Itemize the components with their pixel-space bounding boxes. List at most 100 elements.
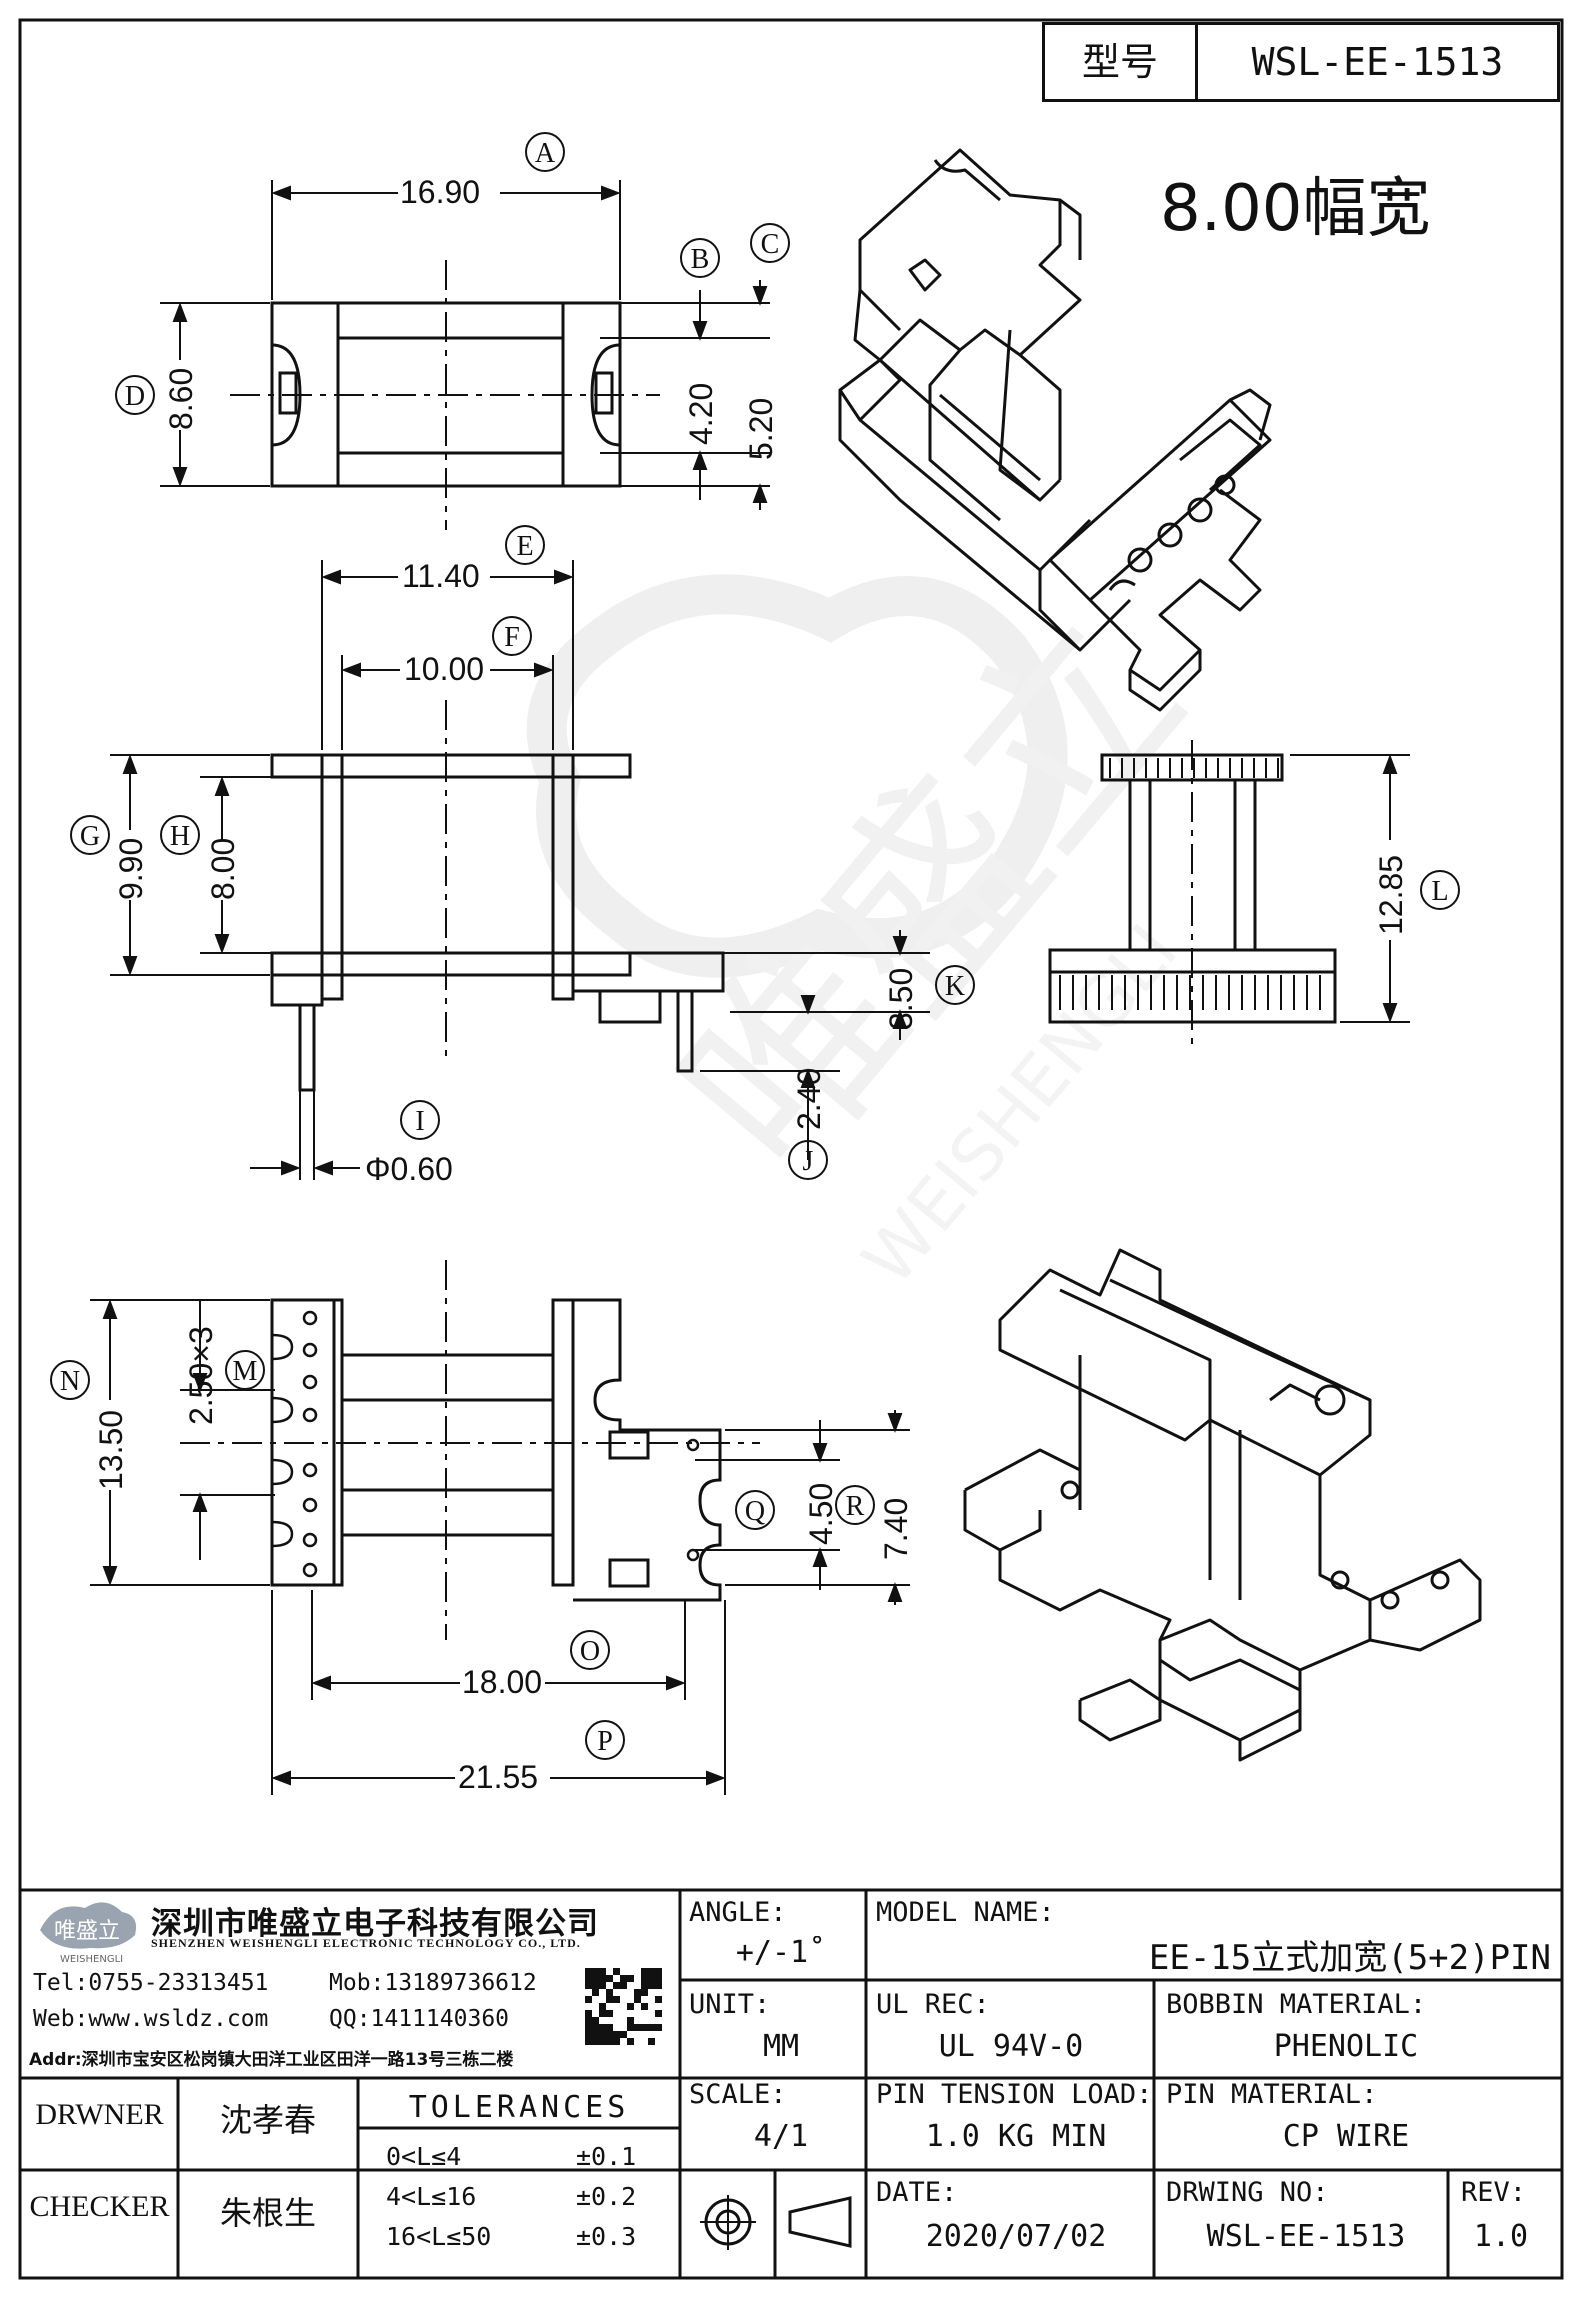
dim-r-value: 7.40 (878, 1498, 914, 1560)
unit-label: UNIT: (689, 1990, 771, 2020)
width-note: 8.00幅宽 (1160, 172, 1431, 246)
callout-letter: C (761, 229, 780, 260)
tolerances-title: TOLERANCES (408, 2090, 630, 2125)
tolerance-value-2: ±0.2 (576, 2182, 637, 2211)
pin-tension-label: PIN TENSION LOAD: (876, 2080, 1153, 2110)
side-view (1048, 740, 1337, 1050)
drawing-no-label: DRWING NO: (1166, 2178, 1329, 2208)
dim-b-c-d-lines (160, 280, 770, 510)
company-qq: QQ:1411140360 (329, 2006, 510, 2032)
model-name-label: MODEL NAME: (876, 1898, 1055, 1928)
company-mob: Mob:13189736612 (329, 1970, 537, 1996)
dim-a-lines (271, 180, 621, 300)
company-web: Web:www.wsldz.com (33, 2006, 269, 2032)
dim-c-value: 5.20 (743, 398, 779, 460)
title-block-grid (20, 1888, 1562, 2278)
dim-b-value: 4.20 (683, 383, 719, 445)
dim-k-value: 3.50 (883, 968, 919, 1030)
header-model-label: 型号 (1045, 25, 1198, 99)
watermark: 唯盛立 WEISHENGLI (526, 574, 1228, 1301)
date-label: DATE: (876, 2178, 958, 2208)
company-name-en: SHENZHEN WEISHENGLI ELECTRONIC TECHNOLOG… (151, 1936, 581, 1950)
callout-o: O (570, 1630, 610, 1670)
dim-o-p-lines (271, 1590, 726, 1795)
callout-a: A (525, 132, 565, 172)
callout-letter: G (80, 821, 100, 852)
dim-a-value: 16.90 (400, 174, 480, 210)
dim-n-value: 13.50 (93, 1410, 129, 1490)
dim-g-value: 9.90 (113, 838, 149, 900)
callout-j: J (788, 1140, 828, 1180)
pin-material-value: CP WIRE (1282, 2120, 1410, 2154)
pin-material-label: PIN MATERIAL: (1166, 2080, 1378, 2110)
date-value: 2020/07/02 (925, 2220, 1107, 2254)
tolerance-value-3: ±0.3 (576, 2222, 637, 2251)
qr-code (585, 1968, 662, 2045)
callout-l: L (1420, 870, 1460, 910)
callout-letter: B (691, 244, 710, 275)
dim-f-value: 10.00 (404, 651, 484, 687)
callout-letter: A (535, 138, 556, 169)
tolerance-range-1: 0<L≤4 (386, 2142, 462, 2171)
front-view (270, 700, 725, 1092)
angle-value: +/-1˚ (735, 1936, 827, 1970)
watermark-brand-cn: 唯盛立 (635, 574, 1228, 1214)
bottom-view-pins (271, 1310, 700, 1578)
callout-q: Q (735, 1490, 775, 1530)
dim-l-lines (1290, 754, 1410, 1023)
dim-q-r-lines (695, 1410, 910, 1605)
header-model-box: 型号 WSL-EE-1513 (1042, 22, 1560, 102)
company-tel: Tel:0755-23313451 (33, 1970, 269, 1996)
top-view (230, 260, 660, 530)
callout-letter: J (803, 1146, 814, 1177)
callout-b: B (680, 238, 720, 278)
dim-o-value: 18.00 (462, 1664, 542, 1700)
company-name-cn: 深圳市唯盛立电子科技有限公司 (151, 1906, 599, 1942)
model-name-value: EE-15立式加宽(5+2)PIN (1148, 1938, 1551, 1978)
bobbin-material-value: PHENOLIC (1273, 2030, 1419, 2064)
dim-i-j-k-lines (250, 930, 930, 1180)
callout-letter: N (60, 1366, 80, 1397)
callout-letter: F (504, 622, 520, 653)
dim-e-f-g-h-lines (110, 560, 574, 976)
dimension-callouts: A B C D E F G H I J K L M N O P Q R (50, 132, 1460, 1760)
callout-p: P (585, 1720, 625, 1760)
callout-letter: O (580, 1636, 600, 1667)
callout-letter: P (597, 1726, 613, 1757)
drawing-no-value: WSL-EE-1513 (1206, 2220, 1406, 2254)
dim-d-value: 8.60 (163, 368, 199, 430)
unit-value: MM (762, 2030, 800, 2064)
callout-n: N (50, 1360, 90, 1400)
isometric-view-bottom (963, 1248, 1482, 1762)
callout-letter: M (233, 1356, 258, 1387)
scale-label: SCALE: (689, 2080, 787, 2110)
title-block: 深圳市唯盛立电子科技有限公司 SHENZHEN WEISHENGLI ELECT… (21, 1890, 1561, 2278)
callout-h: H (160, 815, 200, 855)
callout-r: R (835, 1485, 875, 1525)
tolerance-range-3: 16<L≤50 (386, 2222, 492, 2251)
ul-rec-label: UL REC: (876, 1990, 990, 2020)
callout-m: M (225, 1350, 265, 1390)
company-address: Addr:深圳市宝安区松岗镇大田洋工业区田洋一路13号三栋二楼 (29, 2050, 514, 2070)
dim-m-n-lines (90, 1299, 275, 1586)
rev-label: REV: (1461, 2178, 1527, 2208)
dim-i-value: Φ0.60 (365, 1151, 453, 1187)
pin-tension-value: 1.0 KG MIN (925, 2120, 1107, 2154)
callout-letter: I (415, 1106, 424, 1137)
tolerance-value-1: ±0.1 (576, 2142, 637, 2171)
callout-i: I (400, 1100, 440, 1140)
dim-h-value: 8.00 (205, 838, 241, 900)
company-logo: 唯盛立 WEISHENGLI (40, 1902, 137, 1965)
callout-letter: L (1431, 876, 1448, 907)
callout-f: F (492, 616, 532, 656)
rev-value: 1.0 (1473, 2220, 1529, 2254)
callout-letter: D (125, 381, 145, 412)
isometric-view-top (838, 148, 1272, 712)
callout-e: E (505, 525, 545, 565)
dim-p-value: 21.55 (458, 1759, 538, 1795)
projection-symbol (700, 2195, 852, 2250)
header-model-value: WSL-EE-1513 (1251, 40, 1504, 84)
dim-j-value: 2.40 (791, 1068, 827, 1130)
angle-label: ANGLE: (689, 1898, 787, 1928)
callout-letter: K (945, 971, 965, 1002)
